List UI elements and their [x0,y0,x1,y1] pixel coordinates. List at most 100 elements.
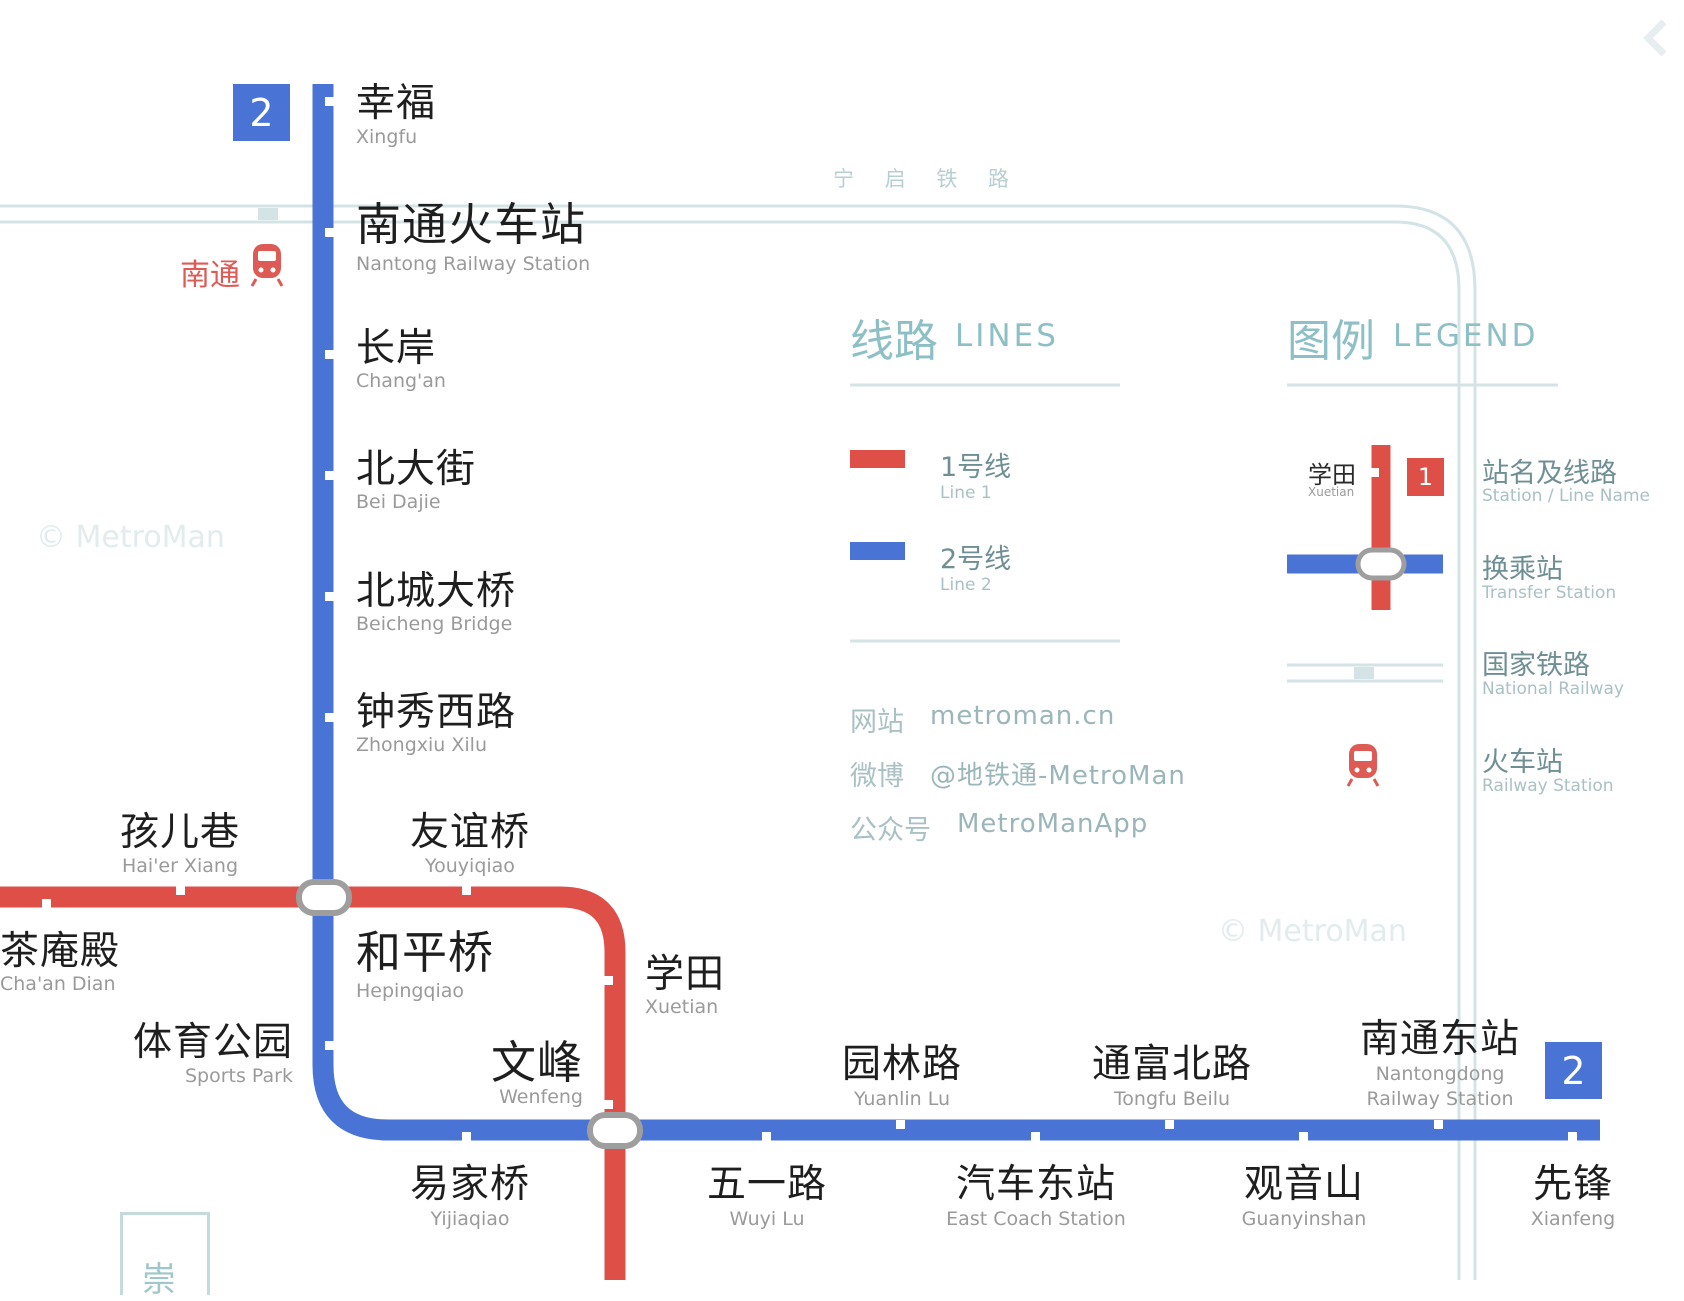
station-xuetian-en: Xuetian [645,996,719,1018]
legend-transfer-sample [1355,547,1407,581]
info-website-link[interactable]: metroman.cn [930,701,1116,731]
station-xingfu-cn[interactable]: 幸福 [356,81,437,126]
station-eastcoach-cn[interactable]: 汽车东站 [955,1162,1117,1207]
tick-chaandian [42,899,51,908]
station-yijiaqiao-en: Yijiaqiao [430,1208,510,1230]
station-wenfeng-en: Wenfeng [499,1086,583,1108]
tick-eastcoach [1031,1132,1040,1141]
station-youyiqiao-cn[interactable]: 友谊桥 [409,810,531,855]
station-yuanlinlu-en: Yuanlin Lu [853,1088,951,1110]
panel-dividers [850,383,1558,643]
line-2-name-cn[interactable]: 2号线 [940,544,1012,575]
legend-sample-station-en: Xuetian [1308,485,1355,499]
lines-title-en: LINES [955,318,1059,354]
line-2-name-en: Line 2 [940,575,992,595]
legend-railway-station-en: Railway Station [1482,776,1614,796]
station-hepingqiao-en: Hepingqiao [356,980,465,1002]
line-1-station-ticks [42,886,613,1109]
station-changan-cn[interactable]: 长岸 [356,326,437,371]
station-hepingqiao-cn[interactable]: 和平桥 [356,926,495,979]
info-website-key: 网站 [850,707,904,738]
tick-xianfeng [1568,1132,1577,1141]
line-1-name-en: Line 1 [940,483,992,503]
line-1-track [0,886,626,1280]
tick-nantong-railway [325,228,334,237]
station-yijiaqiao-cn[interactable]: 易家桥 [409,1162,531,1207]
info-wechat-link[interactable]: MetroManApp [957,809,1149,839]
info-weibo-link[interactable]: @地铁通-MetroMan [930,761,1186,791]
partial-sign-frame [120,1212,210,1295]
train-icon [250,244,284,287]
tick-nantongdong [1434,1120,1443,1129]
station-haierxiang-en: Hai'er Xiang [121,855,239,877]
station-beicheng-cn[interactable]: 北城大桥 [356,569,517,614]
railway-name: 宁 启 铁 路 [833,167,1022,191]
line-2-swatch [850,542,905,560]
station-tongfu-cn[interactable]: 通富北路 [1091,1042,1253,1087]
legend-national-railway-cn: 国家铁路 [1482,650,1590,681]
station-guanyinshan-cn[interactable]: 观音山 [1243,1162,1365,1207]
watermark: © MetroMan [36,520,225,555]
station-changan-en: Chang'an [356,370,446,392]
station-nantongdong-en2: Railway Station [1366,1088,1514,1110]
tick-yijiaqiao [462,1132,471,1141]
station-chaandian-en: Cha'an Dian [0,973,116,995]
chevron-left-icon[interactable] [1640,18,1670,58]
station-wenfeng-cn[interactable]: 文峰 [490,1036,583,1089]
line-2-badge-top[interactable]: 2 [233,84,290,141]
station-nantong-railway-en: Nantong Railway Station [356,253,591,275]
tick-sportspark [325,1041,334,1050]
line-2-track [312,84,1600,1141]
legend-rail-tie [1354,667,1374,679]
info-wechat-key: 公众号 [850,815,931,846]
station-xingfu-en: Xingfu [356,126,418,148]
tick-tongfu [1165,1120,1174,1129]
station-beicheng-en: Beicheng Bridge [356,613,513,635]
station-youyiqiao-en: Youyiqiao [425,855,515,877]
station-xuetian-cn[interactable]: 学田 [645,952,726,997]
nantong-rail-label[interactable]: 南通 [180,258,240,293]
tick-youyiqiao [462,886,471,895]
station-xianfeng-cn[interactable]: 先锋 [1532,1162,1614,1207]
tick-yuanlinlu [896,1120,905,1129]
station-tongfu-en: Tongfu Beilu [1113,1088,1231,1110]
legend-railway-station-cn: 火车站 [1482,747,1563,778]
tick-changan [325,350,334,359]
watermark: © MetroMan [1218,914,1407,949]
station-wuyilu-en: Wuyi Lu [729,1208,805,1230]
tick-xuetian [604,976,613,985]
line-1-swatch [850,450,905,468]
station-zhongxiu-en: Zhongxiu Xilu [356,734,488,756]
station-nantong-railway-cn[interactable]: 南通火车站 [356,198,587,251]
legend-train-icon [1346,744,1380,787]
station-xianfeng-en: Xianfeng [1530,1208,1616,1230]
station-nantongdong-en1: Nantongdong [1375,1063,1505,1085]
line-1-name-cn[interactable]: 1号线 [940,452,1012,483]
partial-sign-char: 崇 [142,1260,176,1300]
national-railway [0,204,1477,1280]
legend-title-en: LEGEND [1393,318,1539,354]
transfer-station-wenfeng[interactable] [587,1112,643,1149]
line-2-badge-east[interactable]: 2 [1545,1042,1602,1099]
railway-tie [258,208,278,220]
tick-beidajie [325,471,334,480]
station-sportspark-cn[interactable]: 体育公园 [132,1020,293,1065]
legend-national-railway-en: National Railway [1482,679,1624,699]
legend-transfer-cn: 换乘站 [1482,554,1563,585]
lines-title-cn: 线路 [850,316,938,367]
tick-guanyinshan [1299,1132,1308,1141]
station-chaandian-cn[interactable]: 茶庵殿 [0,929,121,974]
station-eastcoach-en: East Coach Station [946,1208,1126,1230]
legend-station-tick [1370,468,1379,477]
station-beidajie-cn[interactable]: 北大街 [356,447,477,492]
transfer-station-hepingqiao[interactable] [296,879,352,916]
station-nantongdong-cn[interactable]: 南通东站 [1359,1017,1521,1062]
info-weibo-key: 微博 [850,761,904,792]
station-wuyilu-cn[interactable]: 五一路 [706,1162,828,1207]
station-zhongxiu-cn[interactable]: 钟秀西路 [356,690,517,735]
legend-station-line-en: Station / Line Name [1482,486,1650,506]
station-yuanlinlu-cn[interactable]: 园林路 [841,1042,963,1087]
station-haierxiang-cn[interactable]: 孩儿巷 [119,810,241,855]
